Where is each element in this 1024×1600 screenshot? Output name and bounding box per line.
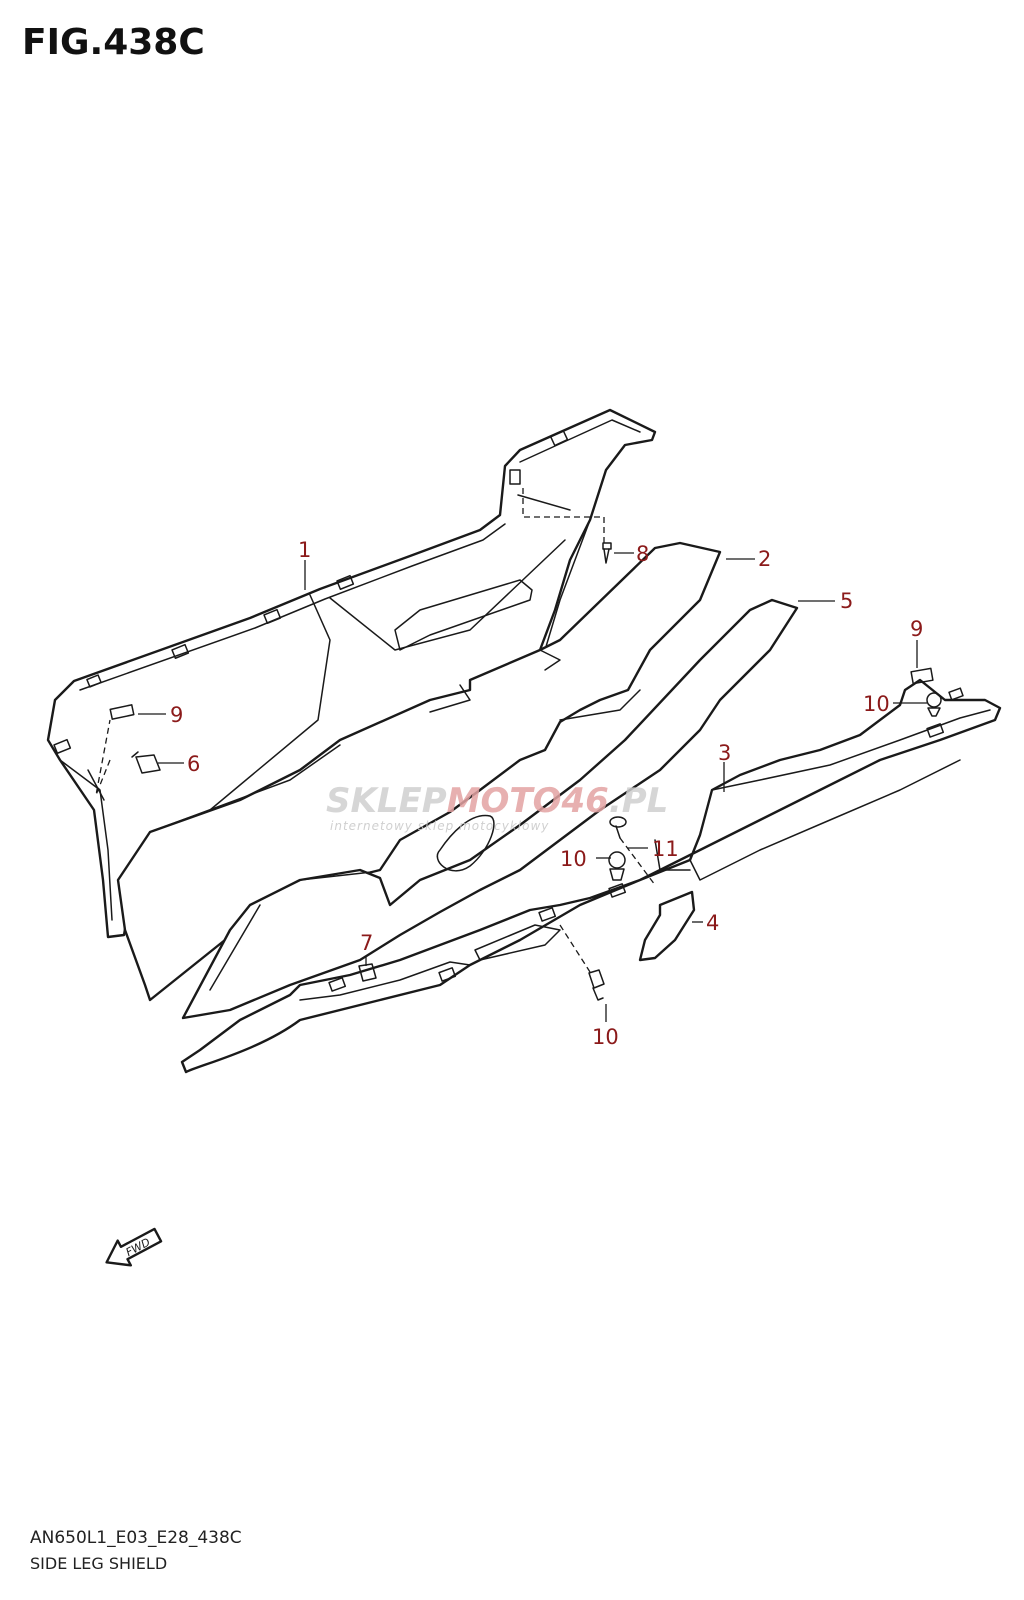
callout-2: 2 [758,547,771,571]
model-code: AN650L1_E03_E28_438C [30,1528,242,1548]
watermark-tagline: internetowy sklep motocyklowy [330,819,549,833]
callout-10-bottom: 10 [592,1025,619,1049]
figure-title: FIG.438C [22,22,205,63]
callout-1: 1 [298,538,311,562]
callout-5: 5 [840,589,853,613]
part-3-side-rail-right [180,678,1002,1074]
callout-8: 8 [636,542,649,566]
callout-10-mid: 10 [560,847,587,871]
fastener-10-clip-mid [608,851,626,881]
fastener-9-nut-left [109,704,135,720]
part-4-end-cap [638,890,696,962]
svg-text:SKLEPMOTO46.PL: SKLEPMOTO46.PL [326,781,668,821]
part-5-floor-panel [181,598,799,1020]
watermark-brand-3: 46 [561,781,609,821]
fastener-9-nut-right [910,667,934,685]
callout-9-right: 9 [910,617,923,641]
fastener-7-clip [358,963,377,982]
watermark-brand-1: SKLEP [326,781,447,821]
watermark-brand-2: MOTO [447,781,562,821]
callout-6: 6 [187,752,200,776]
callout-7: 7 [360,931,373,955]
callout-4: 4 [706,911,719,935]
fastener-8-screw [602,542,612,564]
callout-numbers: 1 2 3 4 5 6 7 8 9 9 10 10 10 11 [170,538,923,1049]
watermark: SKLEPMOTO46.PL internetowy sklep motocyk… [326,781,668,833]
fastener-10-clip-bottom [588,969,605,1001]
section-name: SIDE LEG SHIELD [30,1554,168,1573]
callout-9-left: 9 [170,703,183,727]
callout-3: 3 [718,741,731,765]
fwd-arrow-icon: FWD [105,1227,163,1267]
fastener-11-screw [609,816,627,839]
callout-11: 11 [652,837,679,861]
fastener-10-clip-right [926,692,942,717]
callout-10-right: 10 [863,692,890,716]
leader-lines [95,488,927,1022]
fastener-6-clip [131,751,161,774]
part-1-side-leg-shield-left [46,408,657,939]
watermark-brand-4: .PL [609,781,669,821]
fwd-label: FWD [124,1236,153,1260]
